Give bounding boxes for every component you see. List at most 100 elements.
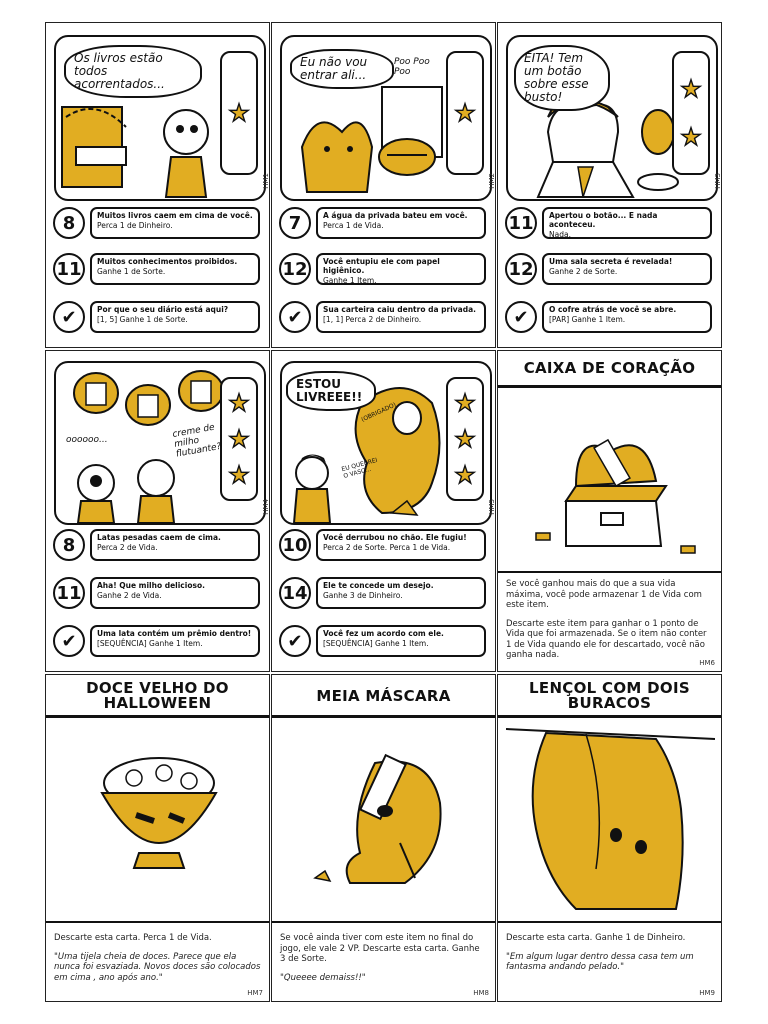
outcome-title: Você derrubou no chão. Ele fugiu! [323,533,467,542]
outcome-title: Uma sala secreta é revelada! [549,257,673,266]
card-code: HM1 [262,173,270,189]
outcome-row: 7 A água da privada bateu em você.Perca … [278,205,490,245]
divider [498,715,721,718]
item-flavor-text: "Em algum lugar dentro dessa casa tem um… [506,951,694,973]
outcome-row: 11 Muitos conhecimentos proibidos.Ganhe … [52,251,264,291]
star-icon: ★ [228,99,251,127]
item-effect: Se você ganhou mais do que a sua vida má… [506,579,702,610]
item-title: LENÇOL COM DOIS BURACOS [529,679,690,712]
outcome-title: Uma lata contém um prêmio dentro! [97,629,252,638]
roll-number: 14 [279,577,311,609]
divider [46,715,269,718]
item-card-hm9[interactable]: LENÇOL COM DOIS BURACOS Descarte esta ca… [497,674,722,1002]
story-card-hm3[interactable]: EITA! Tem um botão sobre esse busto! ★ ★… [497,22,722,348]
outcome-detail: [1, 1] Perca 2 de Dinheiro. [323,315,422,324]
item-description: Descarte esta carta. Perca 1 de Vida. "U… [54,933,261,991]
outcome-detail: Perca 2 de Sorte. Perca 1 de Vida. [323,543,451,552]
outcome-detail: Ganhe 1 Item. [323,276,377,285]
outcome-detail: Perca 1 de Vida. [323,221,384,230]
card-illustration: Eu não vou entrar ali... Poo Poo Poo ★ [280,35,492,201]
star-rating: ★ ★ ★ [446,377,484,501]
star-rating: ★ ★ ★ [220,377,258,501]
outcome-detail: [PAR] Ganhe 1 Item. [549,315,626,324]
roll-number: 10 [279,529,311,561]
outcome-detail: Nada. [549,230,571,239]
outcome-row: 8 Muitos livros caem em cima de você.Per… [52,205,264,245]
card-sheet: Os livros estão todos acorrentados... ★ … [45,22,722,1002]
checkmark-icon: ✔ [505,301,537,333]
item-card-hm8[interactable]: MEIA MÁSCARA Se você ainda tiver com est… [271,674,496,1002]
card-code: HM7 [247,989,263,997]
card-code: HM5 [488,499,496,515]
item-illustration [505,719,716,915]
outcome-detail: Ganhe 2 de Sorte. [549,267,618,276]
story-card-hm1[interactable]: Os livros estão todos acorrentados... ★ … [45,22,270,348]
star-icon: ★ [454,389,477,417]
star-icon: ★ [454,425,477,453]
star-icon: ★ [228,461,251,489]
genie-vase-illustration [292,387,441,523]
star-icon: ★ [228,389,251,417]
outcome-row: 11 Aha! Que milho delicioso.Ganhe 2 de V… [52,575,264,615]
card-code: HM3 [714,173,722,189]
card-code: HM6 [699,659,715,667]
speech-bubble: ESTOU LIVREEE!! [286,371,376,411]
item-card-hm6[interactable]: CAIXA DE CORAÇÃO Se você ganhou mais do … [497,350,722,672]
outcome-detail: Ganhe 1 de Sorte. [97,267,166,276]
roll-number: 12 [279,253,311,285]
star-rating: ★ [220,51,258,175]
card-code: HM9 [699,989,715,997]
roll-number: 11 [53,577,85,609]
card-code: HM8 [473,989,489,997]
story-card-hm4[interactable]: oooooo... creme de milho flutuante? ★ ★ … [45,350,270,672]
divider [498,921,721,923]
checkmark-icon: ✔ [279,625,311,657]
outcome-row: 11 Apertou o botão... E nada aconteceu.N… [504,205,716,245]
item-description: Se você ganhou mais do que a sua vida má… [506,579,713,669]
outcome-row: 12 Você entupiu ele com papel higiênico.… [278,251,490,291]
outcome-detail: Perca 2 de Vida. [97,543,158,552]
item-card-hm7[interactable]: DOCE VELHO DO HALLOWEEN Descarte esta ca… [45,674,270,1002]
item-description: Descarte esta carta. Ganhe 1 de Dinheiro… [506,933,713,981]
star-rating: ★ ★ [672,51,710,175]
heart-box-icon [535,438,696,554]
outcome-row: 12 Uma sala secreta é revelada!Ganhe 2 d… [504,251,716,291]
star-rating: ★ [446,51,484,175]
checkmark-icon: ✔ [279,301,311,333]
item-title: CAIXA DE CORAÇÃO [523,359,696,377]
outcome-detail: [SEQUÊNCIA] Ganhe 1 Item. [97,639,203,648]
outcome-row: ✔ Por que o seu diário está aqui?[1, 5] … [52,299,264,339]
outcome-row: 10 Você derrubou no chão. Ele fugiu!Perc… [278,527,490,567]
speech-bubble: EITA! Tem um botão sobre esse busto! [514,45,610,111]
card-illustration: ESTOU LIVREEE!! (OBRIGADO) EU QUEBREI O … [280,361,492,525]
divider [272,715,495,718]
outcome-title: Muitos livros caem em cima de você. [97,211,253,220]
item-flavor-text: "Uma tijela cheia de doces. Parece que e… [54,951,261,983]
outcome-title: A água da privada bateu em você. [323,211,468,220]
candy-bowl-icon [100,757,218,869]
item-title: MEIA MÁSCARA [316,687,451,705]
outcome-row: 14 Ele te concede um desejo.Ganhe 3 de D… [278,575,490,615]
roll-number: 8 [53,529,85,561]
outcome-row: 8 Latas pesadas caem de cima.Perca 2 de … [52,527,264,567]
star-icon: ★ [680,75,703,103]
outcome-detail: Ganhe 3 de Dinheiro. [323,591,403,600]
outcome-title: Você fez um acordo com ele. [323,629,444,638]
outcome-title: O cofre atrás de você se abre. [549,305,677,314]
outcome-row: ✔ Uma lata contém um prêmio dentro![SEQU… [52,623,264,663]
item-illustration [54,743,261,893]
outcome-title: Apertou o botão... E nada aconteceu. [549,211,658,229]
star-icon: ★ [680,123,703,151]
roll-number: 8 [53,207,85,239]
chained-books-illustration [61,106,209,198]
story-card-hm2[interactable]: Eu não vou entrar ali... Poo Poo Poo ★ H… [271,22,496,348]
card-illustration: Os livros estão todos acorrentados... ★ [54,35,266,201]
item-effect: Descarte esta carta. Perca 1 de Vida. [54,933,212,943]
story-card-hm5[interactable]: ESTOU LIVREEE!! (OBRIGADO) EU QUEBREI O … [271,350,496,672]
outcome-title: Latas pesadas caem de cima. [97,533,221,542]
outcome-row: ✔ Você fez um acordo com ele.[SEQUÊNCIA]… [278,623,490,663]
item-description: Se você ainda tiver com este item no fin… [280,933,487,991]
item-effect: Se você ainda tiver com este item no fin… [280,933,480,964]
half-mask-icon [313,753,442,884]
card-code: HM4 [262,499,270,515]
